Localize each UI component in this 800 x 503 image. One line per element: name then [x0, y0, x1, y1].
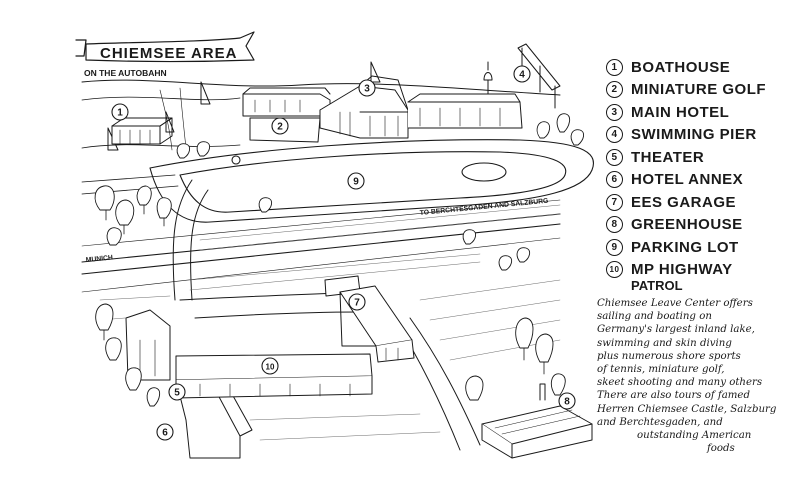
legend-number: 5 — [606, 148, 623, 166]
caption-line: skeet shooting and many others — [597, 377, 763, 389]
map-subtitle: ON THE AUTOBAHN — [84, 68, 167, 78]
map-marker-number: 7 — [354, 298, 360, 309]
legend-label: EES GARAGE — [631, 193, 737, 211]
legend-label: THEATER — [631, 148, 705, 166]
legend-number: 2 — [606, 81, 623, 99]
legend-item-3: 3 MAIN HOTEL — [606, 101, 796, 124]
legend-item-10: 10 MP HIGHWAY — [606, 259, 796, 282]
legend-number: 9 — [606, 238, 623, 256]
caption-line: foods — [707, 443, 735, 455]
lake-shore — [81, 79, 561, 151]
map-marker-5: 5 — [168, 383, 186, 401]
legend-number: 7 — [606, 193, 623, 211]
legend-item-1: 1 BOATHOUSE — [606, 56, 796, 79]
legend-label: BOATHOUSE — [631, 58, 731, 76]
map-title: CHIEMSEE AREA — [100, 45, 237, 62]
map-marker-number: 5 — [174, 388, 180, 399]
legend-item-10-subtitle: PATROL — [631, 278, 683, 293]
swimming-pier — [517, 43, 561, 109]
legend-label: HOTEL ANNEX — [631, 171, 744, 189]
legend-label: MP HIGHWAY — [631, 261, 733, 279]
tree-trunks — [103, 204, 545, 375]
legend-label: MINIATURE GOLF — [631, 81, 767, 99]
map-marker-number: 10 — [266, 363, 275, 372]
legend-item-2: 2 MINIATURE GOLF — [606, 79, 796, 102]
caption-line: plus numerous shore sports — [597, 350, 741, 362]
hotel-annex-building — [125, 309, 253, 459]
map-marker-1: 1 — [111, 103, 129, 121]
legend-number: 10 — [606, 261, 623, 279]
legend-number: 8 — [606, 216, 623, 234]
legend-number: 4 — [606, 126, 623, 144]
main-hotel-building — [242, 61, 523, 139]
legend-item-9: 9 PARKING LOT — [606, 236, 796, 259]
map-marker-number: 1 — [117, 108, 123, 119]
caption-line: Herren Chiemsee Castle, Salzburg — [597, 403, 777, 415]
caption-line: There are also tours of famed — [597, 390, 750, 402]
parking-lot-road — [149, 139, 594, 223]
map-marker-7: 7 — [348, 293, 366, 311]
road-label-munich: MUNICH — [86, 254, 114, 264]
map-marker-3: 3 — [358, 79, 376, 97]
legend-item-7: 7 EES GARAGE — [606, 191, 796, 214]
title-banner — [75, 31, 255, 63]
caption-line: sailing and boating on — [597, 311, 712, 323]
map-legend: 1 BOATHOUSE 2 MINIATURE GOLF 3 MAIN HOTEL 4 SWI… — [606, 56, 796, 293]
caption-line: of tennis, miniature golf, — [597, 364, 725, 376]
map-marker-6: 6 — [156, 423, 174, 441]
map-marker-9: 9 — [347, 172, 365, 190]
map-marker-number: 6 — [162, 428, 168, 439]
ees-garage-building — [324, 275, 415, 363]
map-marker-8: 8 — [558, 392, 576, 410]
map-marker-10: 10 — [261, 357, 279, 375]
field-hatching — [99, 204, 561, 441]
map-marker-2: 2 — [271, 117, 289, 135]
caption-line: swimming and skin diving — [597, 337, 732, 349]
legend-number: 1 — [606, 58, 623, 76]
map-markers: 1 2 3 4 5 6 7 8 9 10 — [111, 65, 576, 441]
tree-icons — [94, 113, 585, 407]
map-marker-number: 8 — [564, 397, 570, 408]
legend-item-5: 5 THEATER — [606, 146, 796, 169]
caption-line: Germany's largest inland lake, — [597, 324, 755, 336]
legend-item-6: 6 HOTEL ANNEX — [606, 169, 796, 192]
greenhouse-building — [481, 383, 593, 459]
caption-line: and Berchtesgaden, and — [597, 416, 723, 428]
map-marker-number: 2 — [277, 122, 283, 133]
map-marker-number: 4 — [519, 70, 525, 81]
legend-label: SWIMMING PIER — [631, 126, 757, 144]
legend-label: MAIN HOTEL — [631, 103, 730, 121]
map-caption: Chiemsee Leave Center offers sailing and … — [597, 297, 797, 455]
legend-label: GREENHOUSE — [631, 216, 743, 234]
legend-label: PARKING LOT — [631, 238, 739, 256]
caption-line: outstanding American — [637, 430, 752, 442]
legend-number: 3 — [606, 103, 623, 121]
map-marker-number: 9 — [353, 177, 359, 188]
boathouse-building — [111, 117, 173, 145]
map-marker-number: 3 — [364, 84, 370, 95]
map-marker-4: 4 — [513, 65, 531, 83]
legend-number: 6 — [606, 171, 623, 189]
caption-line: Chiemsee Leave Center offers — [597, 298, 753, 309]
legend-item-4: 4 SWIMMING PIER — [606, 124, 796, 147]
legend-item-8: 8 GREENHOUSE — [606, 214, 796, 237]
